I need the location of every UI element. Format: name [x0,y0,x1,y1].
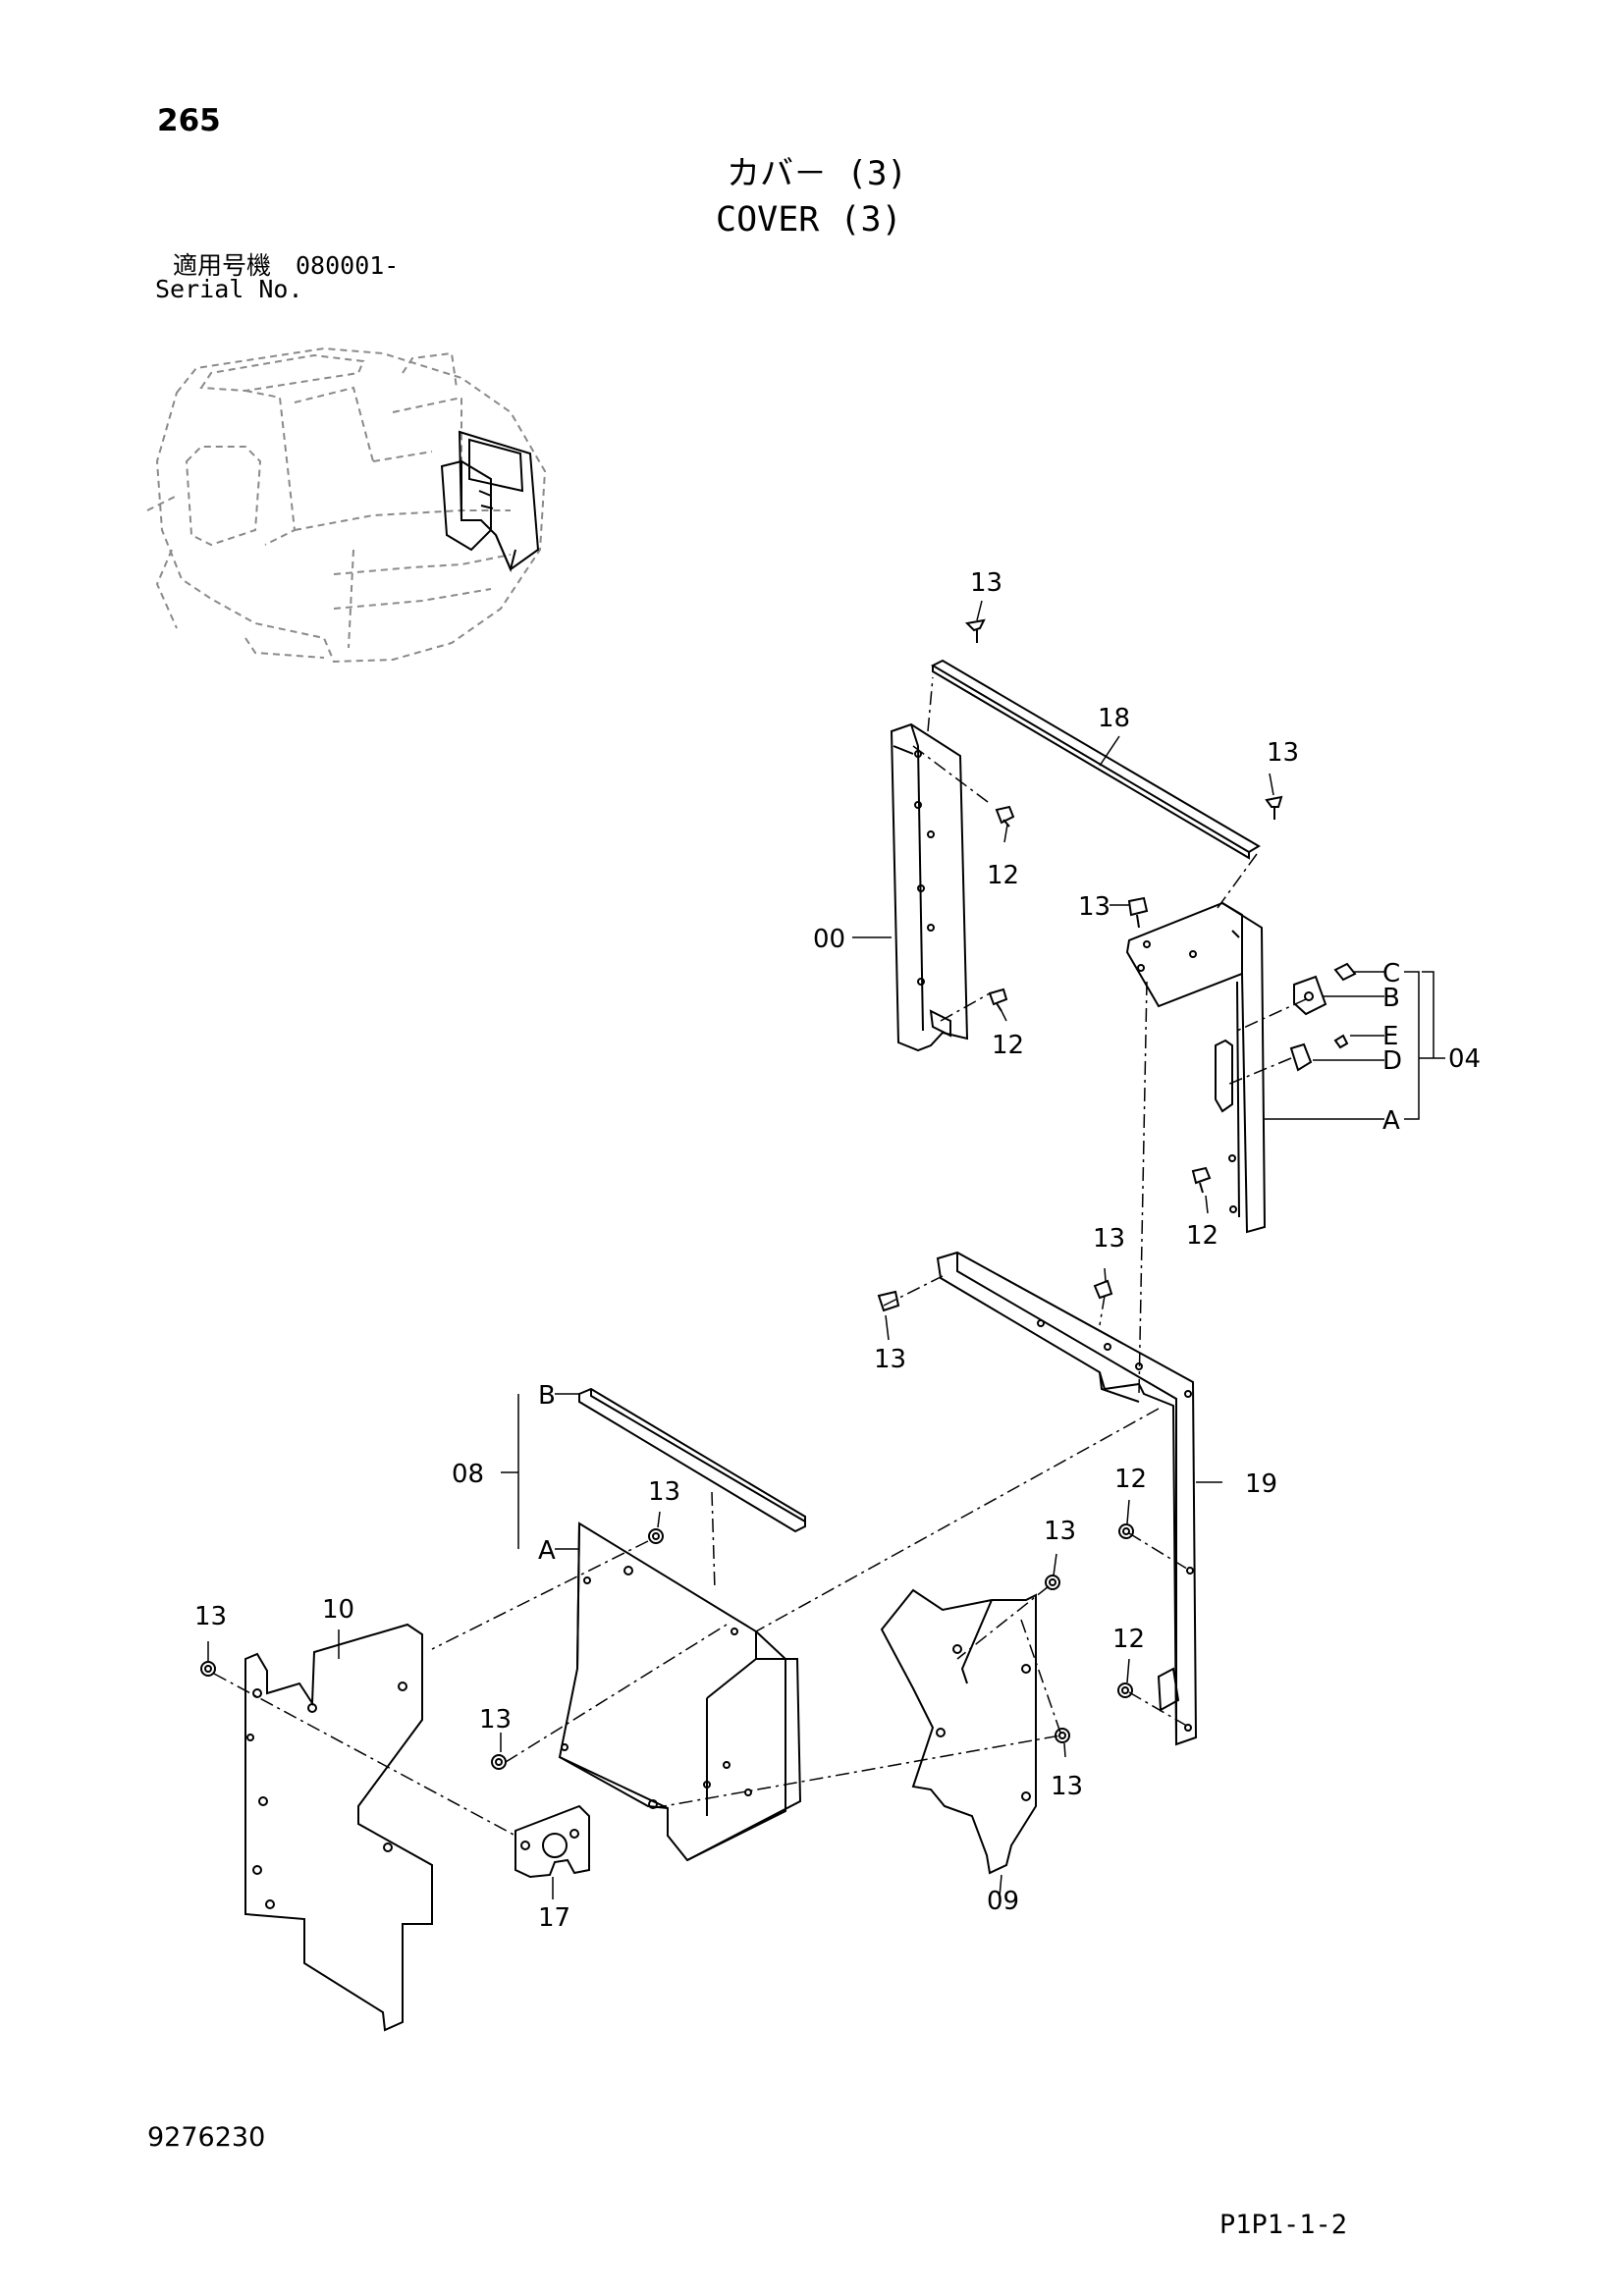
callout-13: 13 [194,1602,227,1631]
part-10-cover [244,1623,433,2032]
callout-D: D [1382,1046,1402,1076]
callout-19: 19 [1245,1469,1277,1499]
callout-E: E [1382,1022,1398,1051]
callout-13: 13 [648,1477,680,1507]
callout-13: 13 [970,568,1002,598]
leader-lines [207,600,1445,1899]
reference-number: 9276230 [147,2122,266,2153]
callout-A: A [1382,1106,1400,1136]
part-19-bracket [936,1251,1198,1746]
serial-label-japanese: 適用号機 080001- [173,251,400,280]
assembly-lines [213,676,1307,1837]
page-number: 265 [157,103,221,138]
sheet-code: P1P1-1-2 [1219,2210,1348,2240]
machine-locator-thumbnail [146,347,547,664]
part-04-bracket [1125,901,1327,1234]
callout-13: 13 [1093,1224,1125,1254]
callout-08: 08 [452,1460,484,1489]
callout-C: C [1382,959,1400,988]
callout-12: 12 [1114,1465,1147,1494]
callout-labels: 13 18 13 12 00 12 13 C B E D 04 A 12 13 … [194,568,1481,1933]
callout-04: 04 [1448,1044,1481,1074]
part-09-cover [880,1588,1037,1875]
part-08-seal [578,1387,806,1533]
part-00-plate [890,722,969,1052]
callout-B: B [1382,984,1400,1013]
callout-13: 13 [479,1705,512,1735]
callout-12: 12 [987,861,1019,890]
bolts [200,618,1357,1770]
part-18-strip [930,659,1261,860]
title-japanese: カバ－ (3) [727,154,907,193]
callout-12: 12 [1112,1625,1145,1654]
title-english: COVER (3) [716,200,902,240]
part-17-plate [514,1804,590,1879]
highlighted-cover-in-thumbnail [440,430,540,573]
callout-12: 12 [992,1031,1024,1060]
callout-13: 13 [1267,738,1299,768]
callout-10: 10 [322,1595,354,1625]
callout-13: 13 [874,1345,906,1374]
callout-12: 12 [1186,1221,1218,1251]
callout-13: 13 [1051,1772,1083,1801]
callout-18: 18 [1098,704,1130,733]
callout-00: 00 [813,925,845,954]
callout-09: 09 [987,1887,1019,1916]
callout-17: 17 [538,1903,570,1933]
serial-label-english: Serial No. [155,275,303,303]
callout-13: 13 [1044,1517,1076,1546]
callout-13: 13 [1078,892,1110,922]
central-cover [558,1522,802,1862]
callout-B: B [538,1381,556,1411]
callout-A: A [538,1536,556,1566]
